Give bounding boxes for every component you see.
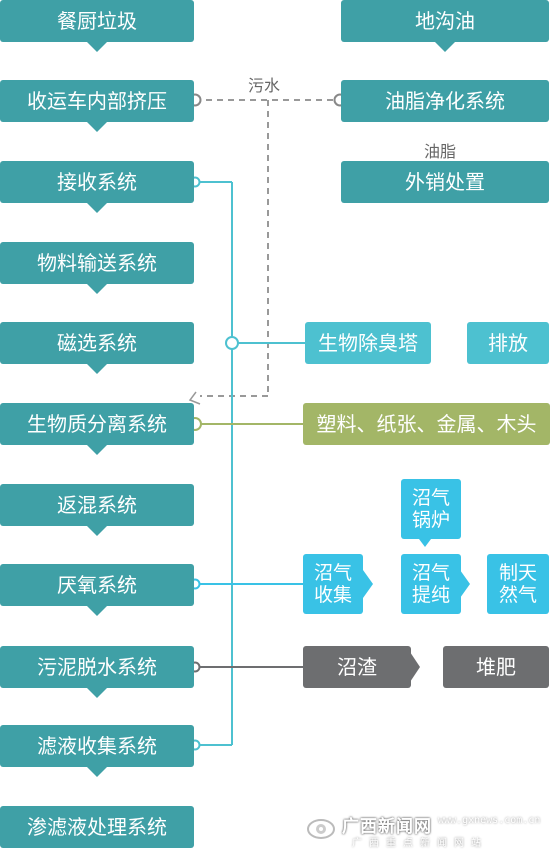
step-leachate-treatment: 渗滤液处理系统 bbox=[0, 806, 194, 848]
purify-arrow bbox=[460, 570, 470, 598]
ditch-oil-label: 地沟油 bbox=[415, 9, 475, 33]
step-truck-compress: 收运车内部挤压 bbox=[0, 80, 194, 132]
step-label: 餐厨垃圾 bbox=[57, 9, 137, 33]
natural-gas-box: 制天 然气 bbox=[487, 554, 549, 614]
sewage-label: 污水 bbox=[248, 76, 281, 95]
collect-arrow bbox=[363, 570, 373, 598]
step-label: 厌氧系统 bbox=[57, 573, 137, 597]
compost-box: 堆肥 bbox=[443, 646, 549, 688]
biogas-purify-box: 沼气 提纯 bbox=[401, 554, 461, 614]
deodor-tower-box: 生物除臭塔 bbox=[305, 322, 431, 364]
step-filtrate-collect: 滤液收集系统 bbox=[0, 725, 194, 777]
sewage-arrowhead bbox=[188, 391, 201, 405]
purify-line1: 沼气 bbox=[411, 561, 450, 584]
residue-label: 沼渣 bbox=[337, 655, 377, 679]
natgas-line1: 制天 bbox=[498, 561, 537, 584]
step-label: 滤液收集系统 bbox=[37, 734, 157, 758]
discharge-box: 排放 bbox=[467, 322, 549, 364]
step-sludge-dewater: 污泥脱水系统 bbox=[0, 646, 194, 698]
compost-label: 堆肥 bbox=[476, 655, 516, 679]
deodor-dot bbox=[225, 336, 239, 350]
step-label: 磁选系统 bbox=[57, 331, 137, 355]
boiler-arrow bbox=[419, 539, 431, 547]
residue-box: 沼渣 bbox=[303, 646, 411, 688]
biogas-boiler-box: 沼气 锅炉 bbox=[401, 479, 461, 539]
step-magnetic: 磁选系统 bbox=[0, 322, 194, 374]
step-label: 接收系统 bbox=[57, 170, 137, 194]
step-label: 生物质分离系统 bbox=[27, 412, 167, 436]
residue-arrow bbox=[410, 652, 420, 682]
step-anaerobic: 厌氧系统 bbox=[0, 564, 194, 616]
step-conveying: 物料输送系统 bbox=[0, 242, 194, 294]
step-backmix: 返混系统 bbox=[0, 484, 194, 536]
natgas-line2: 然气 bbox=[498, 584, 537, 606]
biogas-collect-box: 沼气 收集 bbox=[303, 554, 363, 614]
ditch-oil-box: 地沟油 bbox=[341, 0, 549, 52]
boiler-line2: 锅炉 bbox=[411, 509, 450, 531]
sorting-output-box: 塑料、纸张、金属、木头 bbox=[303, 403, 550, 445]
step-kitchen-waste: 餐厨垃圾 bbox=[0, 0, 194, 52]
watermark: 广西新闻网 www.gxnews.com.cn 广西重点新闻网站 bbox=[292, 812, 550, 849]
step-label: 物料输送系统 bbox=[37, 251, 157, 275]
watermark-subtitle: 广西重点新闻网站 bbox=[352, 838, 488, 849]
deodor-tower-label: 生物除臭塔 bbox=[318, 331, 418, 355]
step-label: 返混系统 bbox=[57, 493, 137, 517]
watermark-title: 广西新闻网 bbox=[342, 817, 432, 837]
boiler-line1: 沼气 bbox=[411, 486, 450, 509]
step-label: 污泥脱水系统 bbox=[37, 655, 157, 679]
step-receiving: 接收系统 bbox=[0, 161, 194, 213]
grease-purify-label: 油脂净化系统 bbox=[385, 89, 505, 113]
grease-purify-box: 油脂净化系统 bbox=[341, 80, 549, 122]
step-label: 收运车内部挤压 bbox=[27, 89, 167, 113]
sale-label: 外销处置 bbox=[405, 170, 485, 194]
sorting-output-label: 塑料、纸张、金属、木头 bbox=[316, 412, 537, 436]
collect-line2: 收集 bbox=[313, 584, 352, 606]
step-label: 渗滤液处理系统 bbox=[27, 815, 167, 839]
watermark-url: www.gxnews.com.cn bbox=[438, 815, 541, 826]
grease-label: 油脂 bbox=[424, 142, 457, 161]
purify-line2: 提纯 bbox=[411, 584, 450, 606]
step-biomass-separation: 生物质分离系统 bbox=[0, 403, 194, 455]
discharge-label: 排放 bbox=[488, 331, 528, 355]
collect-line1: 沼气 bbox=[313, 561, 352, 584]
sale-box: 外销处置 bbox=[341, 161, 549, 203]
watermark-logo-icon bbox=[307, 819, 335, 839]
